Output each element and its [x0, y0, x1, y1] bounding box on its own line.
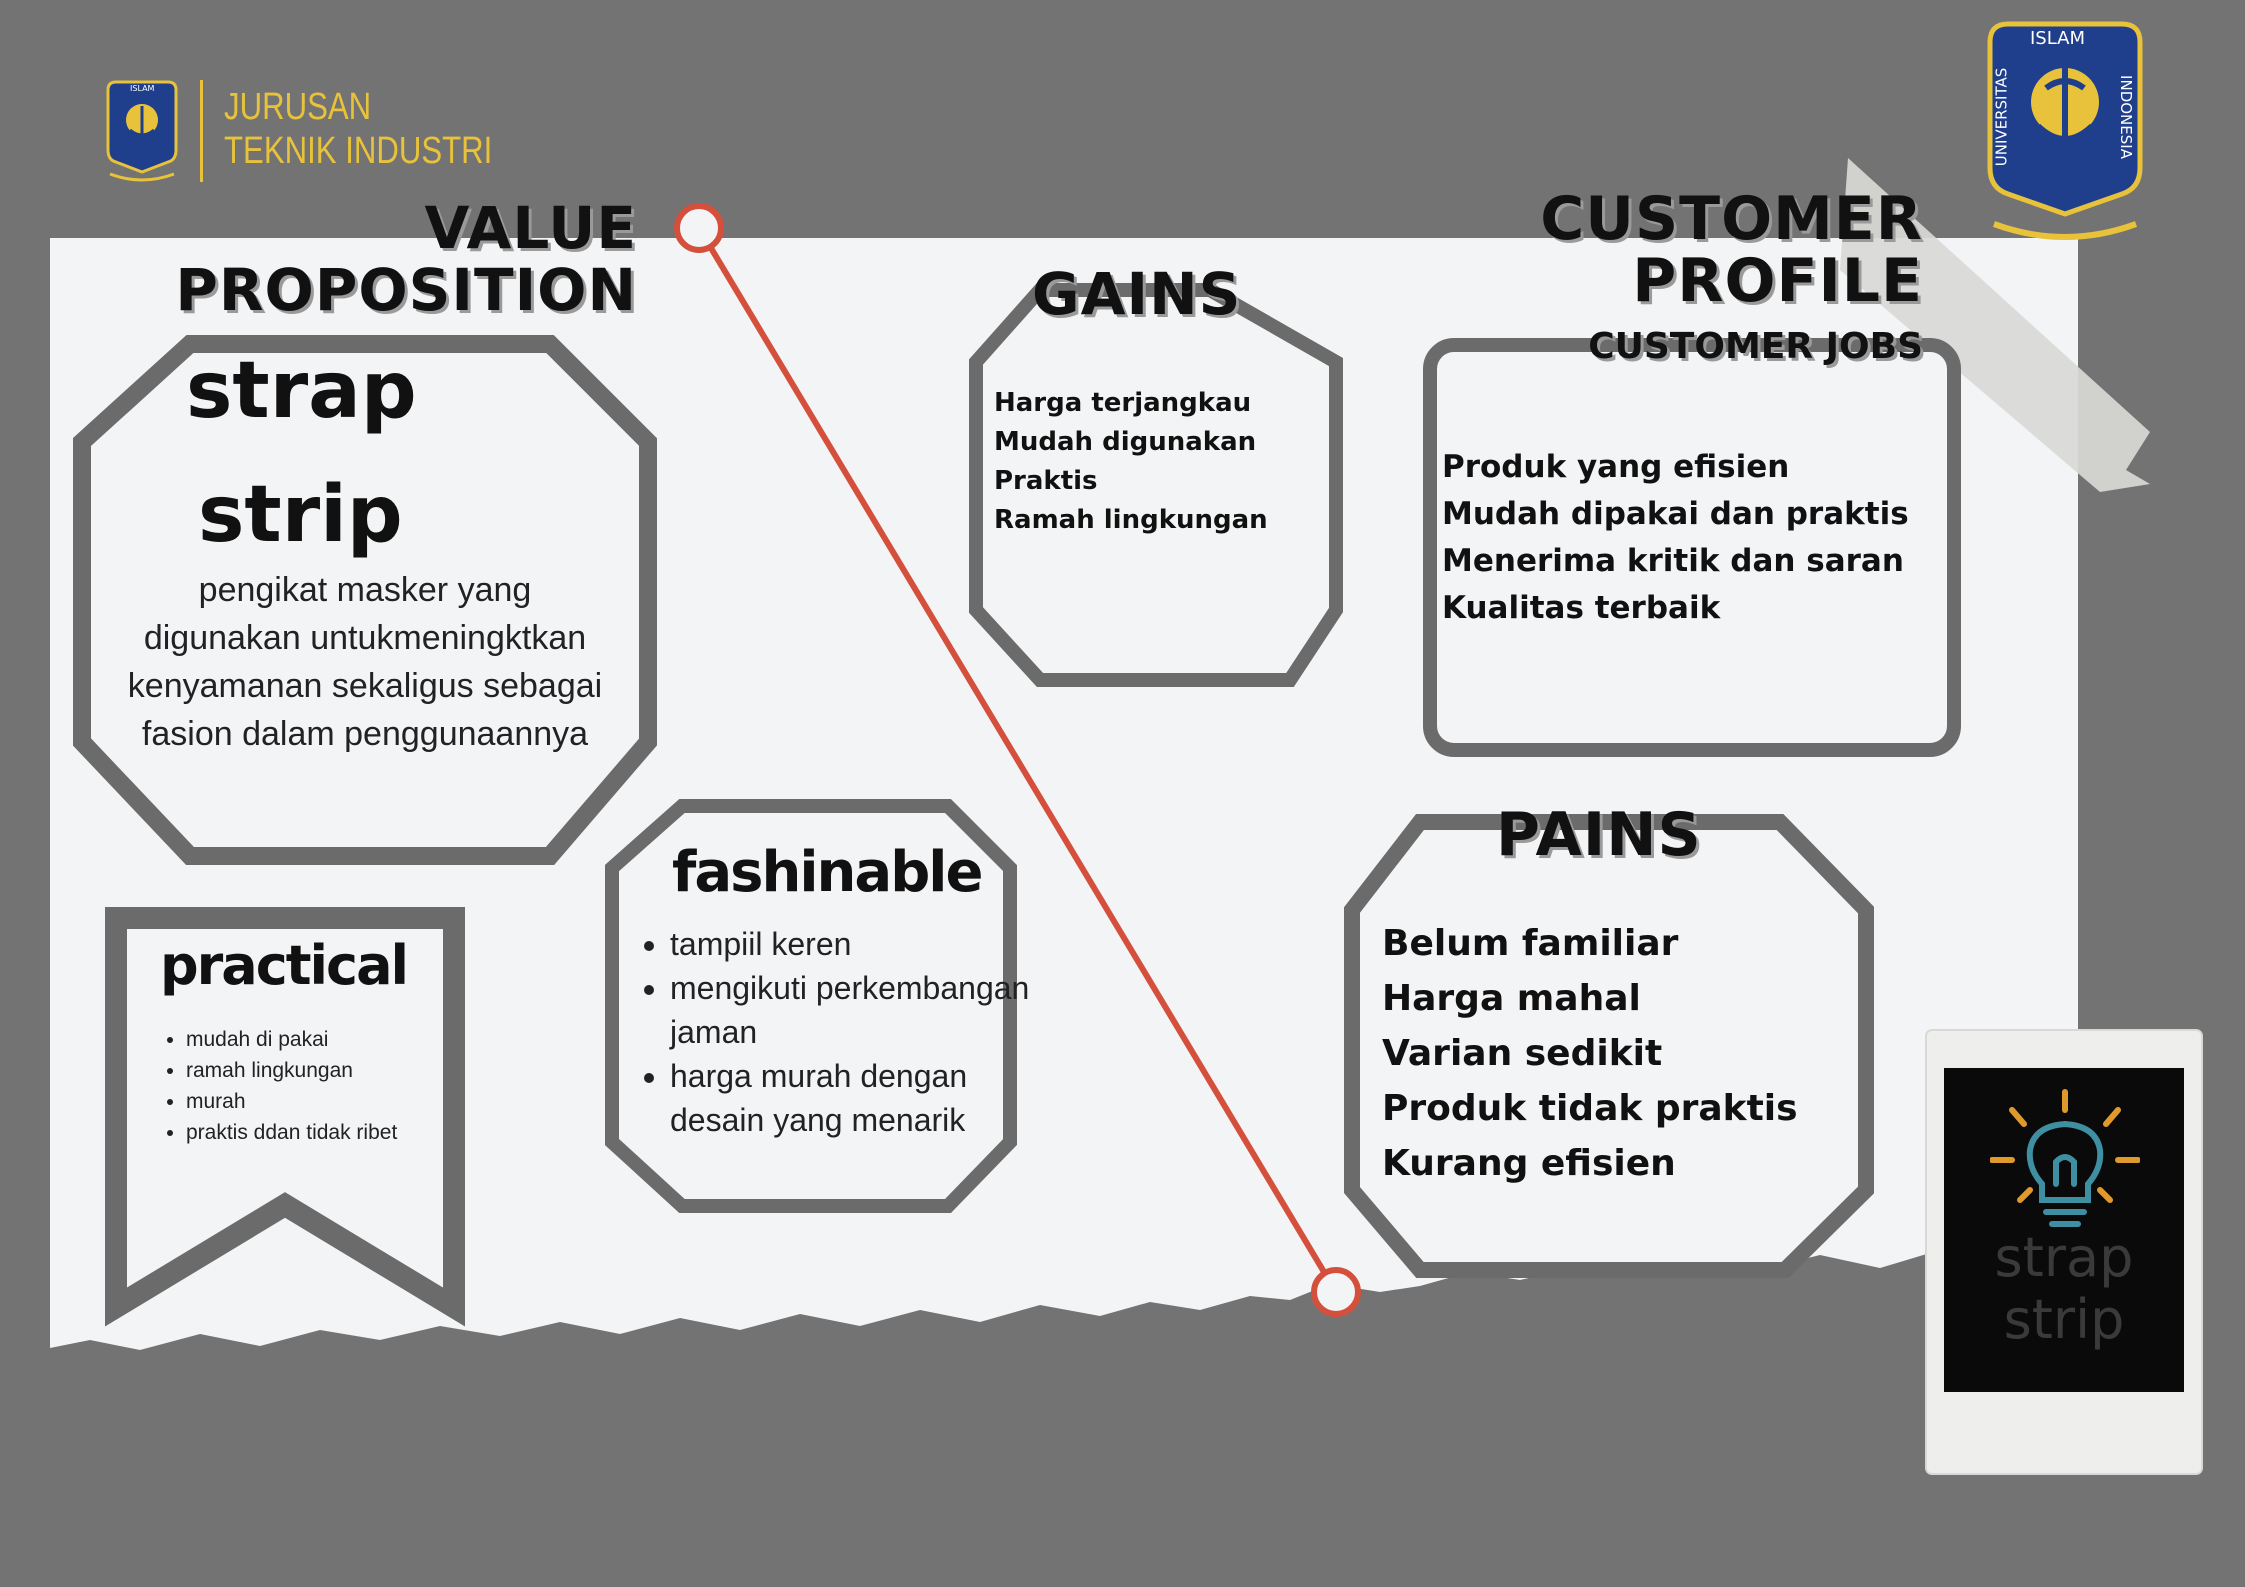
- description-line: digunakan untukmeningktkan: [143, 619, 587, 657]
- practical-title: practical: [160, 934, 409, 997]
- logo-large-right-text: INDONESIA: [2116, 75, 2135, 159]
- value-proposition-title-2: PROPOSITION: [175, 256, 637, 324]
- logo-large-top-text: ISLAM: [2030, 28, 2086, 49]
- connector-dot-top: [674, 203, 724, 253]
- logo-large-left-text: UNIVERSITAS: [1992, 67, 2011, 167]
- description-line: kenyamanan sekaligus sebagai: [127, 667, 603, 705]
- value-octagon-frame: [73, 335, 657, 865]
- list-item: Kualitas terbaik: [1442, 590, 1721, 626]
- list-item: Kurang efisien: [1382, 1143, 1676, 1184]
- description-line: pengikat masker yang: [198, 571, 532, 609]
- polaroid-text-line-2: strip: [2003, 1288, 2125, 1351]
- list-item: ramah lingkungan: [186, 1055, 397, 1086]
- list-item: Menerima kritik dan saran: [1442, 543, 1904, 579]
- list-item: Harga mahal: [1382, 978, 1641, 1019]
- list-item: Harga terjangkau: [994, 388, 1252, 418]
- list-item: Mudah dipakai dan praktis: [1442, 496, 1909, 532]
- customer-profile-title-1: CUSTOMER: [1540, 184, 1923, 254]
- practical-list: mudah di pakai ramah lingkungan murah pr…: [150, 1024, 397, 1148]
- product-name-line-1: strap: [186, 346, 417, 436]
- customer-jobs-title: CUSTOMER JOBS: [1588, 326, 1923, 367]
- dept-line-1: JURUSAN: [224, 86, 372, 128]
- university-logo: [1987, 21, 2143, 240]
- light-bulb-icon: [1990, 1089, 2140, 1227]
- gains-title: GAINS: [1032, 260, 1242, 328]
- list-item: Produk yang efisien: [1442, 449, 1790, 485]
- gains-octagon-frame: [969, 283, 1343, 687]
- pains-octagon-frame: [1344, 814, 1874, 1278]
- fashinable-octagon-frame: [605, 799, 1017, 1213]
- customer-jobs-list: Produk yang efisien Mudah dipakai dan pr…: [1442, 444, 1909, 632]
- customer-profile-title-2: PROFILE: [1632, 246, 1923, 316]
- dept-line-2: TEKNIK INDUSTRI: [224, 130, 493, 172]
- list-item: Ramah lingkungan: [994, 505, 1268, 535]
- value-proposition-title-1: VALUE: [424, 194, 637, 262]
- pains-list: Belum familiar Harga mahal Varian sediki…: [1382, 916, 1798, 1191]
- list-item: Belum familiar: [1382, 923, 1679, 964]
- list-item: Produk tidak praktis: [1382, 1088, 1798, 1129]
- university-logo: [106, 80, 178, 182]
- list-item: mengikuti perkembangan jaman: [670, 966, 1030, 1054]
- description-line: fasion dalam penggunaannya: [141, 715, 589, 753]
- pains-title: PAINS: [1496, 800, 1702, 870]
- tape-strip: [1840, 158, 2150, 492]
- list-item: Mudah digunakan: [994, 427, 1257, 457]
- list-item: murah: [186, 1086, 397, 1117]
- fashinable-title: fashinable: [672, 840, 983, 905]
- dept-divider: [200, 80, 203, 182]
- list-item: Varian sedikit: [1382, 1033, 1663, 1074]
- connector-line: [696, 226, 1339, 1294]
- university-logo-small: ISLAM: [102, 80, 182, 184]
- paper-sheet: [50, 238, 2078, 1350]
- list-item: tampiil keren: [670, 922, 1030, 966]
- list-item: praktis ddan tidak ribet: [186, 1117, 397, 1148]
- logo-small-top-text: ISLAM: [130, 84, 155, 93]
- customer-jobs-frame: [1423, 338, 1961, 757]
- university-logo-large: ISLAM UNIVERSITAS INDONESIA: [1980, 18, 2150, 244]
- polaroid-text-line-1: strap: [1994, 1226, 2134, 1289]
- list-item: mudah di pakai: [186, 1024, 397, 1055]
- gains-list: Harga terjangkau Mudah digunakan Praktis…: [994, 384, 1268, 540]
- product-description: pengikat masker yang digunakan untukmeni…: [100, 566, 630, 758]
- product-name-line-2: strip: [198, 470, 403, 560]
- fashinable-list: tampiil keren mengikuti perkembangan jam…: [634, 922, 1030, 1142]
- connector-dot-bottom: [1311, 1267, 1361, 1317]
- list-item: harga murah dengan desain yang menarik: [670, 1054, 1030, 1142]
- list-item: Praktis: [994, 466, 1098, 496]
- practical-ribbon-frame: [105, 907, 465, 1327]
